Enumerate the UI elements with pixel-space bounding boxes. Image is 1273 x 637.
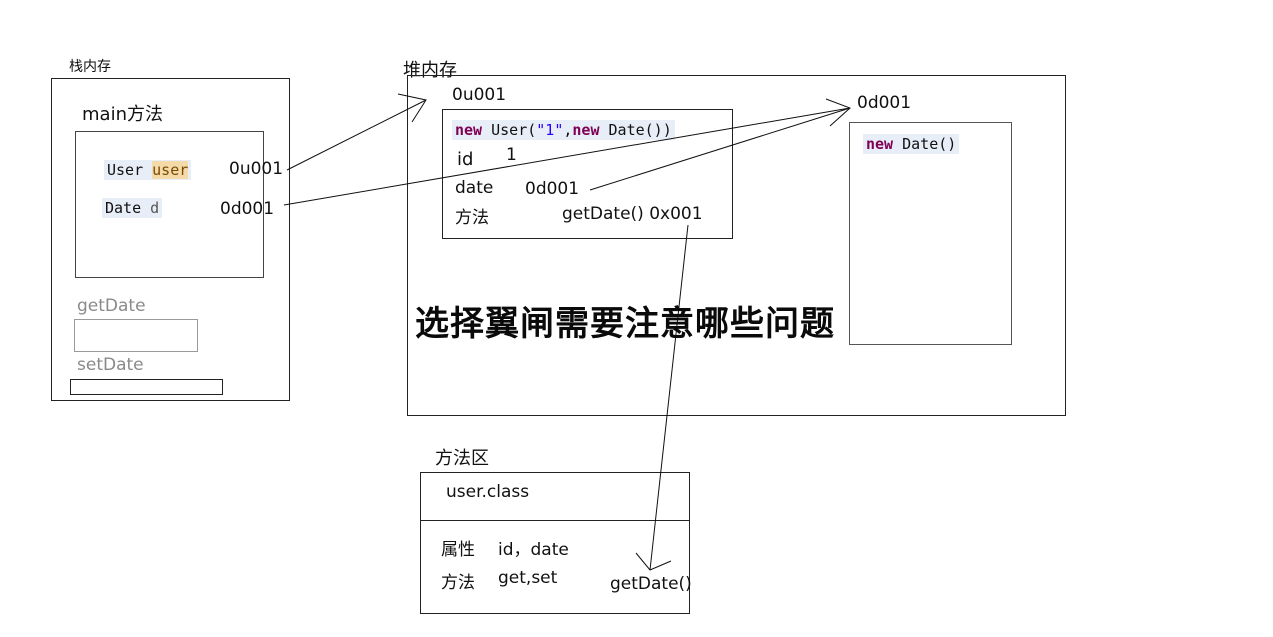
code-new-keyword: new (455, 121, 483, 139)
arrowhead-method-ref (635, 552, 672, 571)
field-method-value: getDate() 0x001 (562, 204, 703, 224)
code-user-ctor: User( (482, 121, 537, 139)
field-id-value: 1 (506, 145, 517, 165)
arrowhead-date-ref (825, 98, 851, 127)
attr-label: 属性 (441, 540, 475, 560)
heap-box (407, 75, 1066, 416)
stack-setdate-label: setDate (77, 355, 144, 375)
user-object-address: 0u001 (452, 85, 507, 105)
arrow-user-ref (286, 99, 427, 171)
date-type: Date (105, 199, 142, 217)
field-date-label: date (455, 178, 494, 198)
field-method-label: 方法 (455, 208, 489, 228)
user-declaration: User user (104, 160, 192, 180)
class-name: user.class (446, 482, 530, 502)
arrow-date-ref (283, 107, 851, 206)
date-object-box (849, 122, 1012, 345)
main-method-title: main方法 (82, 104, 163, 125)
stack-title: 栈内存 (69, 59, 111, 75)
code-comma: , (563, 121, 573, 139)
user-var: user (152, 161, 189, 179)
code-date-ctor: Date()) (599, 121, 672, 139)
stack-box (51, 78, 290, 401)
user-object-code: new User("1",new Date()) (452, 120, 675, 140)
attr-value: id，date (498, 540, 569, 560)
stack-getdate-label: getDate (77, 296, 146, 316)
method-area-divider (420, 520, 690, 521)
date-code-new-keyword: new (866, 135, 894, 153)
field-date-value: 0d001 (525, 179, 580, 199)
setdate-frame-box (70, 379, 223, 395)
date-declaration: Date d (102, 198, 163, 218)
arrowhead-user-ref (397, 93, 427, 123)
date-object-address: 0d001 (857, 93, 912, 113)
overlay-banner: 选择翼闸需要注意哪些问题 (415, 304, 835, 344)
code-new-keyword-2: new (572, 121, 600, 139)
method-area-title: 方法区 (435, 448, 489, 469)
code-string-arg: "1" (536, 121, 564, 139)
user-type: User (107, 161, 144, 179)
method-area-box (420, 472, 690, 614)
getdate-frame-box (74, 319, 198, 352)
class-method-value: get,set (498, 568, 558, 588)
getdate-method: getDate() (610, 574, 692, 594)
arrow-method-ref (649, 224, 689, 571)
arrow-field-date-ref (589, 107, 851, 191)
date-object-code: new Date() (863, 134, 960, 154)
stack-date-value: 0d001 (220, 199, 275, 219)
field-id-label: id (457, 149, 474, 170)
stack-user-value: 0u001 (229, 159, 284, 179)
date-code-ctor: Date() (893, 135, 957, 153)
date-var: d (150, 199, 160, 217)
class-method-label: 方法 (441, 573, 475, 593)
main-frame-box (75, 131, 264, 278)
user-object-box (442, 109, 733, 239)
